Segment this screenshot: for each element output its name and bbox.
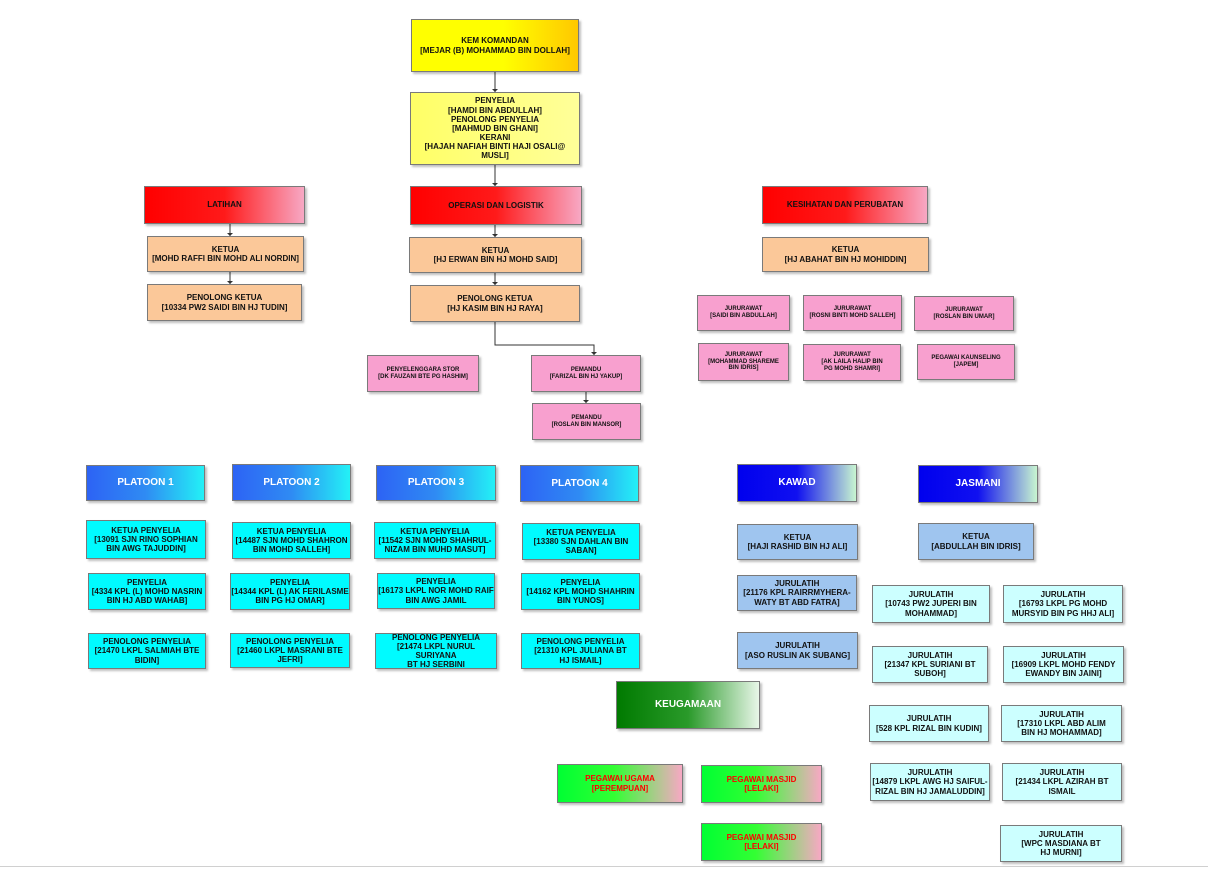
jasmani-jurulatih-box-6: JURULATIH [17310 LKPL ABD ALIM BIN HJ MO… bbox=[1001, 705, 1122, 742]
pegawai-ugama-box: PEGAWAI UGAMA [PEREMPUAN] bbox=[557, 764, 683, 803]
admin-box: PENYELIA [HAMDI BIN ABDULLAH] PENOLONG P… bbox=[410, 92, 580, 165]
jururawat-box-2: JURURAWAT [ROSNI BINTI MOHD SALLEH] bbox=[803, 295, 902, 331]
jasmani-jurulatih-box-1: JURULATIH [10743 PW2 JUPERI BIN MOHAMMAD… bbox=[872, 585, 990, 623]
platoon-4-penolong-box: PENOLONG PENYELIA [21310 KPL JULIANA BT … bbox=[521, 633, 640, 669]
platoon-4-ketua-box: KETUA PENYELIA [13380 SJN DAHLAN BIN SAB… bbox=[522, 523, 640, 560]
kawad-jurulatih-box-1: JURULATIH [21176 KPL RAIRRMYHERA- WATY B… bbox=[737, 575, 857, 611]
jasmani-ketua-box: KETUA [ABDULLAH BIN IDRIS] bbox=[918, 523, 1034, 560]
kawad-ketua-box: KETUA [HAJI RASHID BIN HJ ALI] bbox=[737, 524, 858, 560]
latihan-header: LATIHAN bbox=[144, 186, 305, 224]
platoon-2-header: PLATOON 2 bbox=[232, 464, 351, 501]
platoon-1-ketua-box: KETUA PENYELIA [13091 SJN RINO SOPHIAN B… bbox=[86, 520, 206, 559]
operasi-ketua-box: KETUA [HJ ERWAN BIN HJ MOHD SAID] bbox=[409, 237, 582, 273]
platoon-3-penolong-box: PENOLONG PENYELIA [21474 LKPL NURUL SURI… bbox=[375, 633, 497, 669]
jururawat-box-3: JURURAWAT [ROSLAN BIN UMAR] bbox=[914, 296, 1014, 331]
pegawai-masjid-box-2: PEGAWAI MASJID [LELAKI] bbox=[701, 823, 822, 861]
kawad-header: KAWAD bbox=[737, 464, 857, 502]
kaunseling-box: PEGAWAI KAUNSELING [JAPEM] bbox=[917, 344, 1015, 380]
jasmani-jurulatih-box-9: JURULATIH [WPC MASDIANA BT HJ MURNI] bbox=[1000, 825, 1122, 862]
platoon-3-penyelia-box: PENYELIA [16173 LKPL NOR MOHD RAIF BIN A… bbox=[377, 573, 495, 609]
jururawat-box-5: JURURAWAT [AK LAILA HALIP BIN PG MOHD SH… bbox=[803, 344, 901, 381]
kesihatan-ketua-box: KETUA [HJ ABAHAT BIN HJ MOHIDDIN] bbox=[762, 237, 929, 272]
platoon-4-header: PLATOON 4 bbox=[520, 465, 639, 502]
jururawat-box-4: JURURAWAT [MOHAMMAD SHAREME BIN IDRIS] bbox=[698, 343, 789, 381]
jururawat-box-1: JURURAWAT [SAIDI BIN ABDULLAH] bbox=[697, 295, 790, 331]
pegawai-masjid-box-1: PEGAWAI MASJID [LELAKI] bbox=[701, 765, 822, 803]
latihan-ketua-box: KETUA [MOHD RAFFI BIN MOHD ALI NORDIN] bbox=[147, 236, 304, 272]
platoon-3-ketua-box: KETUA PENYELIA [11542 SJN MOHD SHAHRUL- … bbox=[374, 522, 496, 559]
jasmani-header: JASMANI bbox=[918, 465, 1038, 503]
jasmani-jurulatih-box-3: JURULATIH [21347 KPL SURIANI BT SUBOH] bbox=[872, 646, 988, 683]
platoon-1-header: PLATOON 1 bbox=[86, 465, 205, 501]
platoon-2-penyelia-box: PENYELIA [14344 KPL (L) AK FERILASME BIN… bbox=[230, 573, 350, 610]
jasmani-jurulatih-box-2: JURULATIH [16793 LKPL PG MOHD MURSYID BI… bbox=[1003, 585, 1123, 623]
kesihatan-header: KESIHATAN DAN PERUBATAN bbox=[762, 186, 928, 224]
platoon-1-penyelia-box: PENYELIA [4334 KPL (L) MOHD NASRIN BIN H… bbox=[88, 573, 206, 610]
pemandu-box-2: PEMANDU [ROSLAN BIN MANSOR] bbox=[532, 403, 641, 440]
operasi-penolong-box: PENOLONG KETUA [HJ KASIM BIN HJ RAYA] bbox=[410, 285, 580, 322]
latihan-penolong-box: PENOLONG KETUA [10334 PW2 SAIDI BIN HJ T… bbox=[147, 284, 302, 321]
platoon-2-penolong-box: PENOLONG PENYELIA [21460 LKPL MASRANI BT… bbox=[230, 633, 350, 668]
platoon-2-ketua-box: KETUA PENYELIA [14487 SJN MOHD SHAHRON B… bbox=[232, 522, 351, 559]
jasmani-jurulatih-box-7: JURULATIH [14879 LKPL AWG HJ SAIFUL- RIZ… bbox=[870, 763, 990, 801]
kawad-jurulatih-box-2: JURULATIH [ASO RUSLIN AK SUBANG] bbox=[737, 632, 858, 669]
operasi-header: OPERASI DAN LOGISTIK bbox=[410, 186, 582, 225]
pemandu-box-1: PEMANDU [FARIZAL BIN HJ YAKUP] bbox=[531, 355, 641, 392]
platoon-4-penyelia-box: PENYELIA [14162 KPL MOHD SHAHRIN BIN YUN… bbox=[521, 573, 640, 610]
jasmani-jurulatih-box-8: JURULATIH [21434 LKPL AZIRAH BT ISMAIL bbox=[1002, 763, 1122, 801]
stor-box: PENYELENGGARA STOR [DK FAUZANI BTE PG HA… bbox=[367, 355, 479, 392]
keugamaan-header: KEUGAMAAN bbox=[616, 681, 760, 729]
jasmani-jurulatih-box-5: JURULATIH [528 KPL RIZAL BIN KUDIN] bbox=[869, 705, 989, 742]
jasmani-jurulatih-box-4: JURULATIH [16909 LKPL MOHD FENDY EWANDY … bbox=[1003, 646, 1124, 683]
commandant-box: KEM KOMANDAN [MEJAR (B) MOHAMMAD BIN DOL… bbox=[411, 19, 579, 72]
bottom-rule bbox=[0, 866, 1208, 867]
platoon-3-header: PLATOON 3 bbox=[376, 465, 496, 501]
platoon-1-penolong-box: PENOLONG PENYELIA [21470 LKPL SALMIAH BT… bbox=[88, 633, 206, 669]
